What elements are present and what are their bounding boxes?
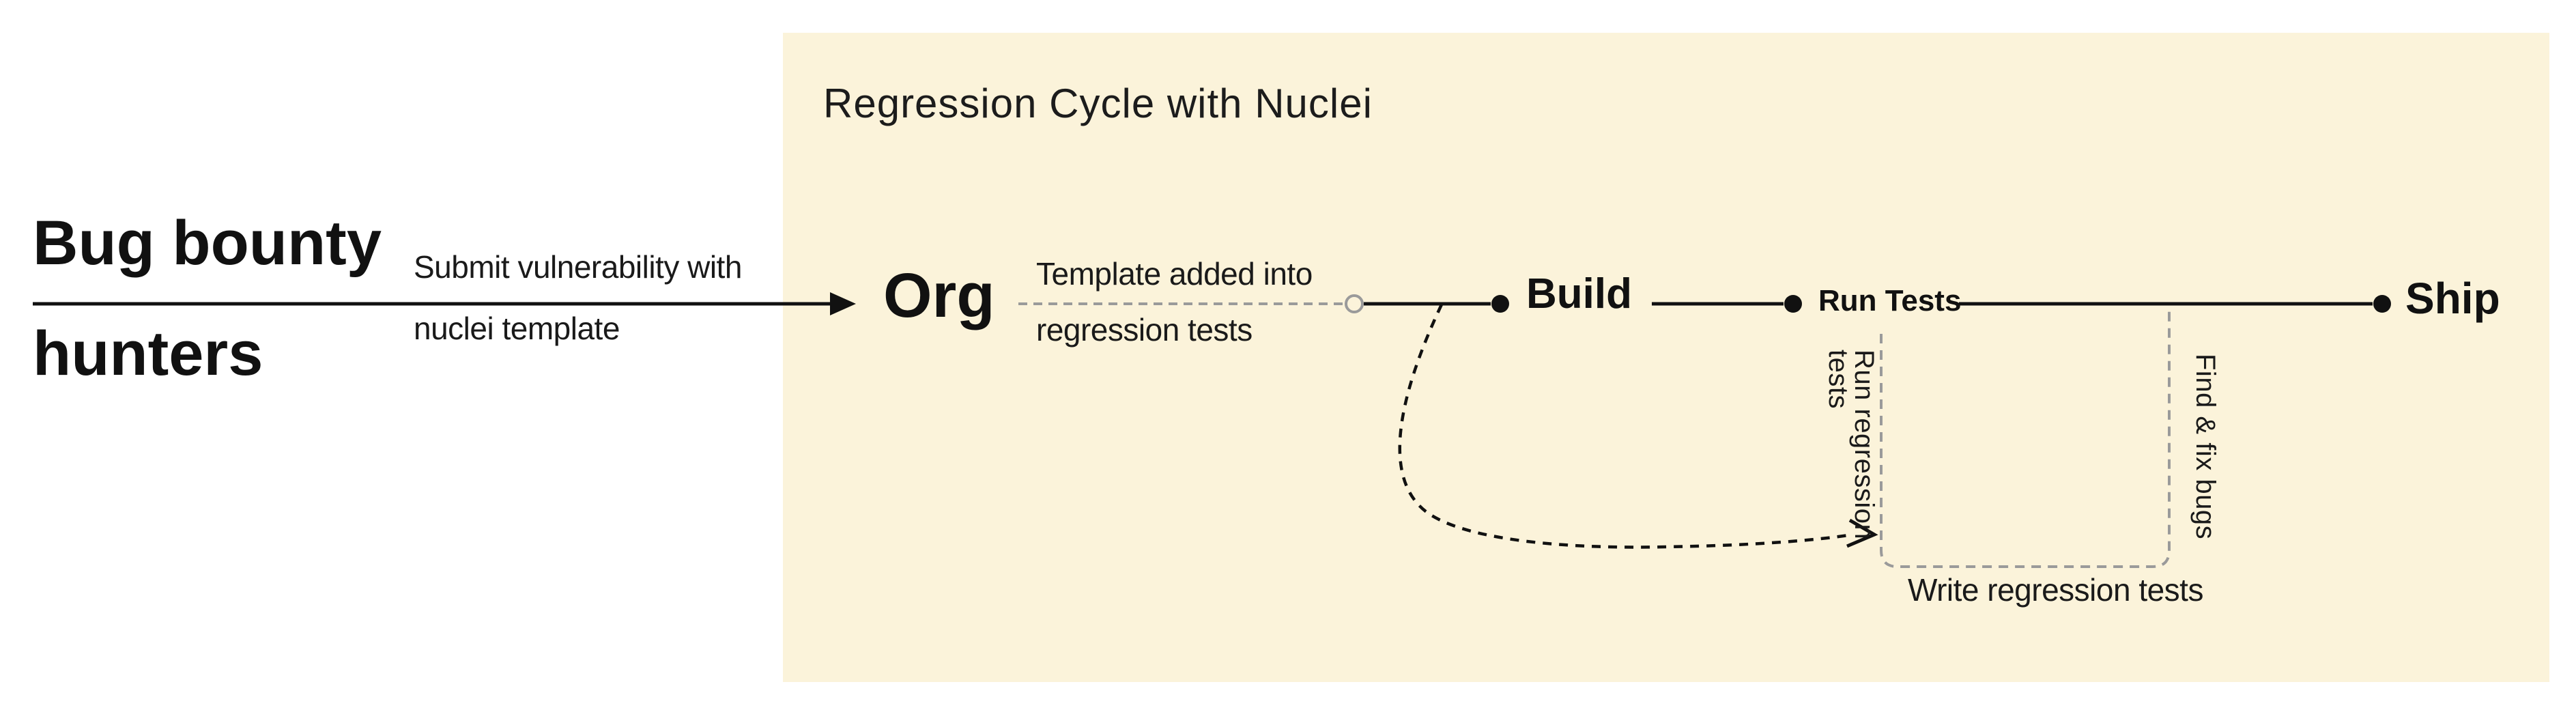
actor-label-line2: hunters [33,319,263,388]
template-added-label-line2: regression tests [1036,312,1253,348]
regression-span-bracket [1880,307,2171,568]
run-regression-vertical-line2: tests [1823,350,1853,409]
actor-label-line1: Bug bounty [33,208,382,278]
submit-arrow-label-line1: Submit vulnerability with [414,249,742,285]
merge-point-circle-icon [1345,294,1364,313]
feedback-arrow-head-icon [1846,518,1878,548]
node-build: Build [1526,270,1632,317]
run-tests-dot-icon [1784,295,1802,313]
node-ship: Ship [2405,274,2500,323]
template-added-label-line1: Template added into [1036,256,1313,292]
run-regression-vertical-label: Run regression tests [1823,350,1879,540]
submit-arrow-label-line2: nuclei template [414,311,620,346]
feedback-dashed-curve [1398,304,1853,549]
run-regression-vertical-line1: Run regression [1849,350,1879,540]
find-fix-bugs-vertical-label: Find & fix bugs [2190,354,2220,540]
submit-arrow-head-icon [830,292,856,315]
ship-dot-icon [2373,295,2391,313]
node-org: Org [883,261,995,330]
regression-cycle-panel [783,33,2549,682]
node-run-tests: Run Tests [1818,284,1962,317]
build-dot-icon [1491,295,1509,313]
write-regression-tests-label: Write regression tests [1908,572,2203,608]
page-title: Regression Cycle with Nuclei [823,81,1373,126]
